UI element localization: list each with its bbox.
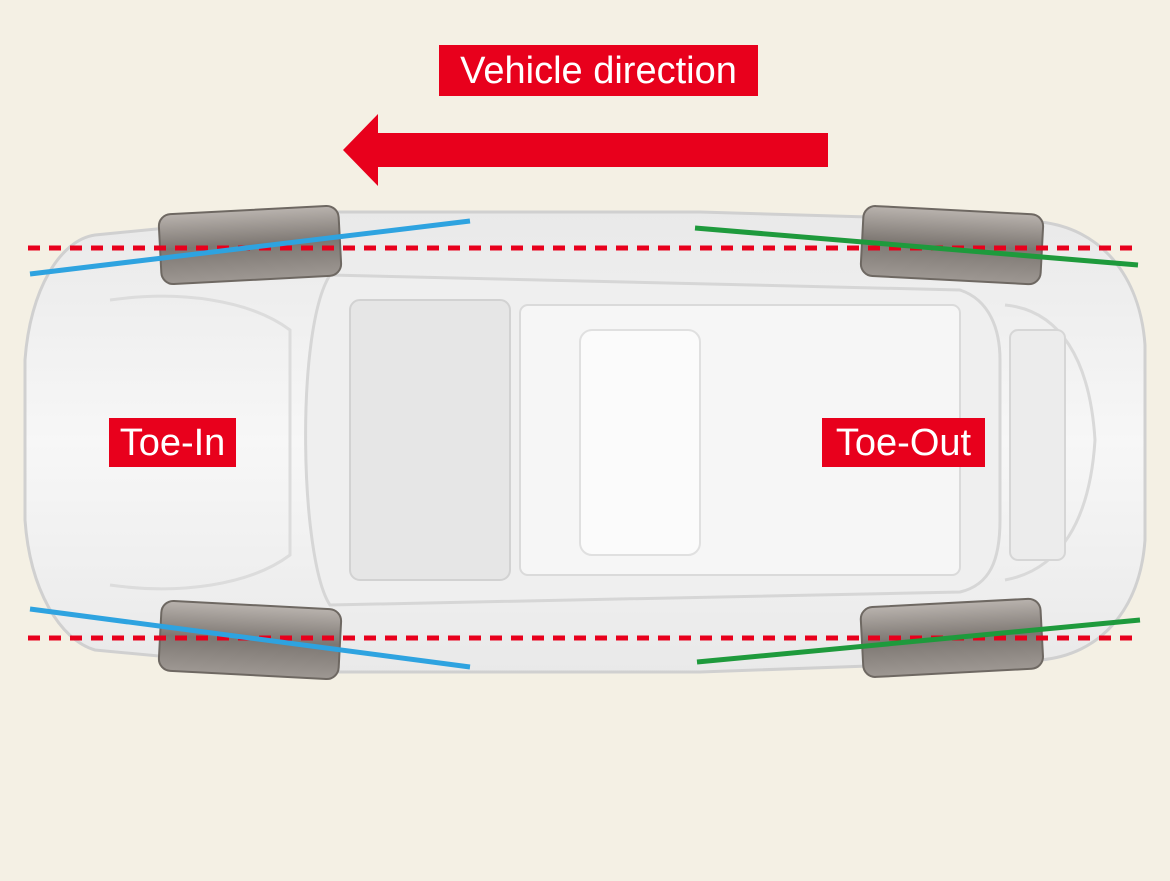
- arrow-left-icon: [343, 114, 828, 186]
- vehicle-direction-label: Vehicle direction: [439, 45, 758, 96]
- toe-in-label: Toe-In: [109, 418, 236, 467]
- toe-out-label: Toe-Out: [822, 418, 985, 467]
- toe-out-line-top: [694, 225, 1139, 268]
- toe-out-line-bottom: [696, 617, 1141, 665]
- car-body: [23, 210, 1147, 674]
- toe-in-line-top: [29, 218, 471, 277]
- toe-in-line-bottom: [29, 606, 471, 670]
